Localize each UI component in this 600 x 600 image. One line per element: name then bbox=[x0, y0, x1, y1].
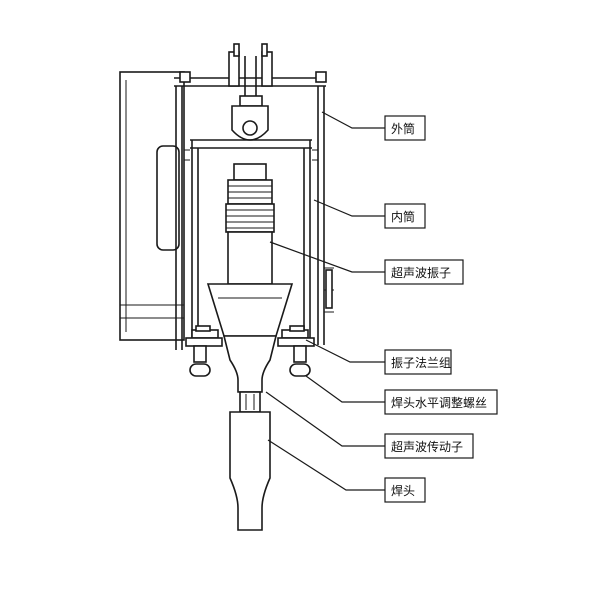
label-outer-cylinder: 外筒 bbox=[384, 115, 426, 141]
flange-clamp-left bbox=[185, 325, 223, 377]
leader-lines bbox=[265, 111, 385, 491]
transducer bbox=[225, 163, 275, 285]
label-booster-text: 超声波传动子 bbox=[391, 439, 463, 454]
label-transducer: 超声波振子 bbox=[384, 259, 464, 285]
flange-cone bbox=[206, 283, 294, 337]
horn bbox=[229, 411, 271, 531]
label-leveling-screw: 焊头水平调整螺丝 bbox=[384, 389, 498, 415]
label-transducer-text: 超声波振子 bbox=[391, 265, 451, 280]
label-flange-group: 振子法兰组 bbox=[384, 349, 452, 375]
flange-clamp-right bbox=[277, 325, 315, 377]
label-flange-group-text: 振子法兰组 bbox=[391, 356, 451, 370]
booster bbox=[222, 335, 278, 413]
label-booster: 超声波传动子 bbox=[384, 433, 474, 459]
outer-cylinder bbox=[174, 71, 334, 350]
label-outer-cylinder-text: 外筒 bbox=[391, 121, 415, 136]
label-inner-cylinder-text: 内筒 bbox=[391, 209, 415, 224]
label-horn-text: 焊头 bbox=[391, 483, 415, 498]
housing-back-panel bbox=[119, 71, 185, 341]
label-leveling-screw-text: 焊头水平调整螺丝 bbox=[391, 395, 487, 410]
label-inner-cylinder: 内筒 bbox=[384, 203, 426, 229]
label-horn: 焊头 bbox=[384, 477, 426, 503]
top-mount bbox=[228, 43, 273, 141]
inner-cylinder bbox=[184, 139, 318, 340]
